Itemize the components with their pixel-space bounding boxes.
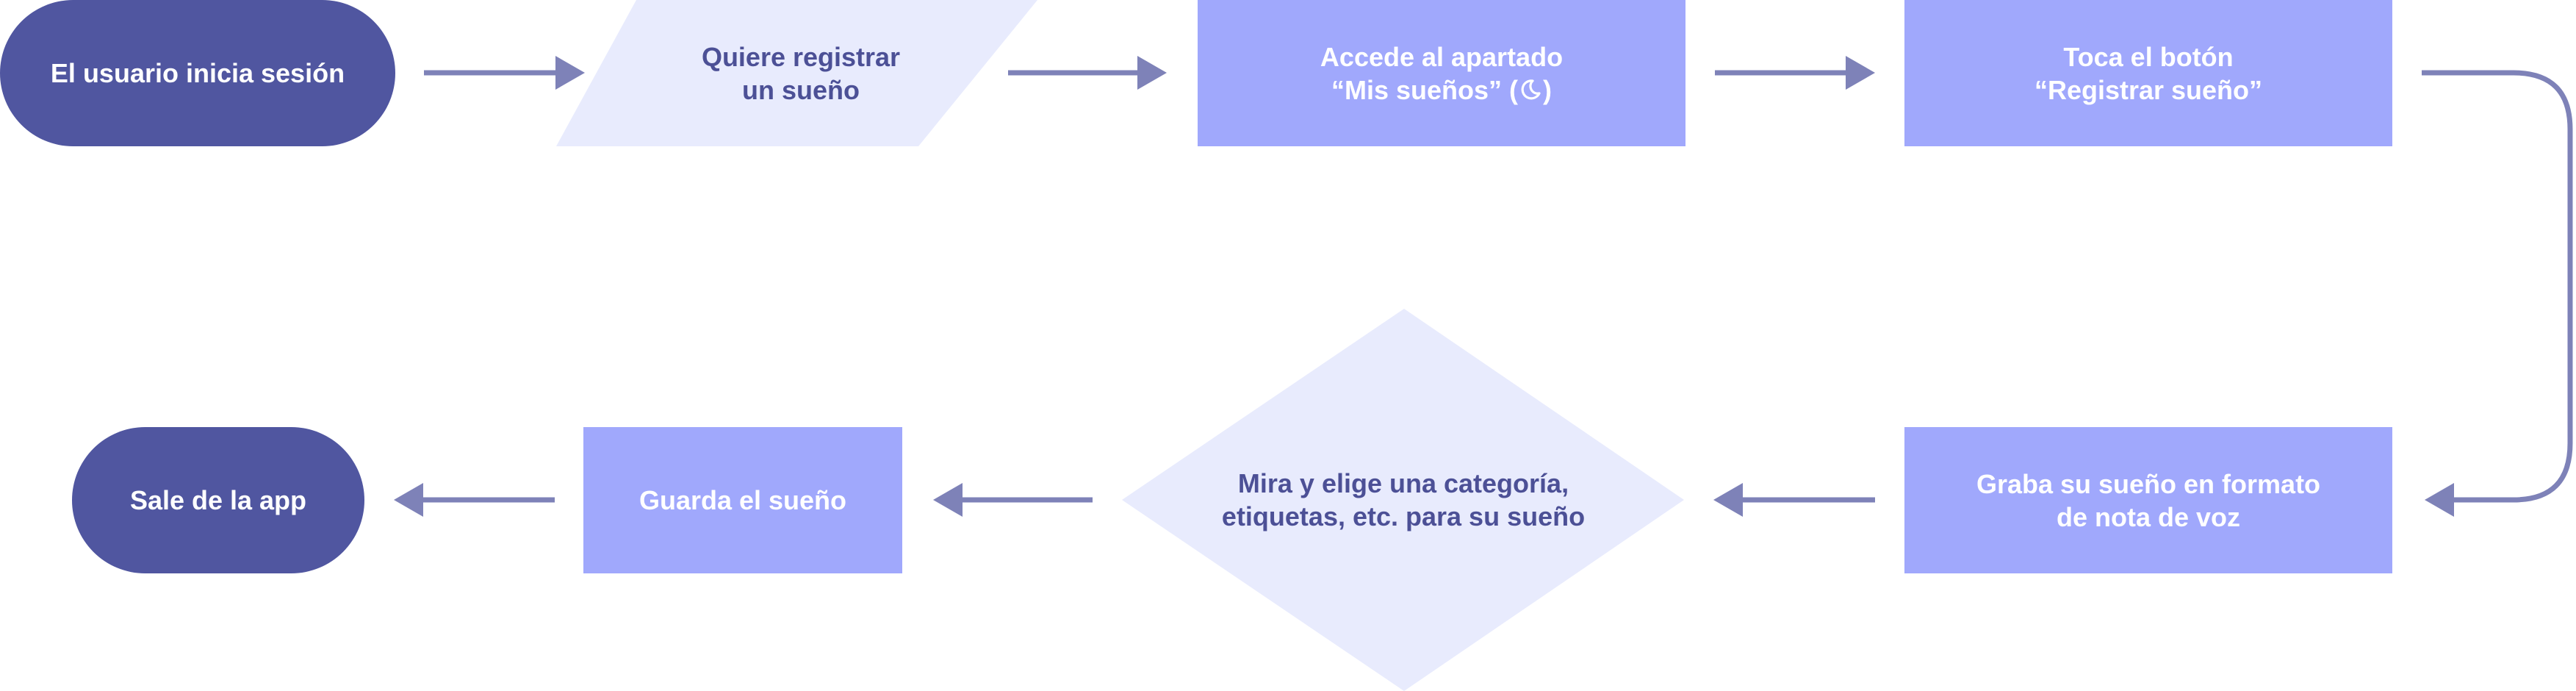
choose-category-line1: Mira y elige una categoría, <box>1237 468 1569 498</box>
want-register-line2: un sueño <box>742 74 860 105</box>
tap-button-line1: Toca el botón <box>2063 41 2234 72</box>
arrow-tap-to-record <box>2422 70 2573 503</box>
exit-node: Sale de la app <box>72 427 364 573</box>
access-section-line2-close: ) <box>1543 74 1553 105</box>
arrowhead-record-to-choose <box>1713 483 1743 517</box>
arrowhead-start-to-want <box>555 56 585 90</box>
save-dream-label: Guarda el sueño <box>638 485 847 515</box>
access-section-line2: “Mis sueños” () <box>1331 74 1552 107</box>
choose-category-node: Mira y elige una categoría, etiquetas, e… <box>1176 441 1631 559</box>
arrowhead-want-to-access <box>1137 56 1167 90</box>
exit-node-label: Sale de la app <box>129 485 307 515</box>
record-dream-node: Graba su sueño en formato de nota de voz <box>1904 427 2392 573</box>
arrowhead-access-to-tap <box>1846 56 1875 90</box>
decision-diamond-shape <box>1122 309 1684 691</box>
start-node-label: El usuario inicia sesión <box>50 58 345 88</box>
access-section-line2-open: “Mis sueños” ( <box>1331 74 1519 105</box>
record-dream-line2: de nota de voz <box>2056 501 2241 532</box>
record-dream-line1: Graba su sueño en formato <box>1976 468 2321 499</box>
tap-button-node: Toca el botón “Registrar sueño” <box>1904 0 2392 146</box>
save-dream-node: Guarda el sueño <box>583 427 902 573</box>
start-node: El usuario inicia sesión <box>0 0 395 146</box>
choose-category-line2: etiquetas, etc. para su sueño <box>1221 501 1586 531</box>
arrowhead-save-to-exit <box>394 483 423 517</box>
moon-icon <box>1521 79 1541 99</box>
access-section-node: Accede al apartado “Mis sueños” () <box>1198 0 1685 146</box>
arrowhead-choose-to-save <box>933 483 963 517</box>
arrowhead-tap-to-record <box>2425 483 2454 517</box>
input-parallelogram-shape <box>556 0 1037 146</box>
tap-button-line2: “Registrar sueño” <box>2034 74 2263 105</box>
want-register-node: Quiere registrar un sueño <box>602 0 999 146</box>
access-section-line1: Accede al apartado <box>1320 41 1564 72</box>
want-register-line1: Quiere registrar <box>701 41 901 72</box>
